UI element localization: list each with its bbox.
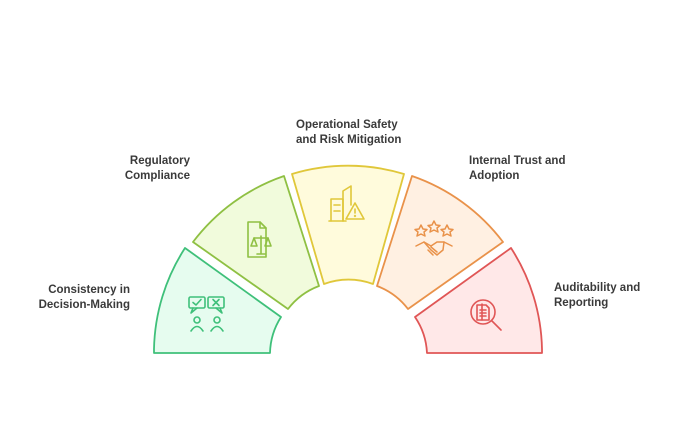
segment-regulatory (192, 175, 320, 310)
document-scales-icon (247, 221, 272, 258)
segment-consistency (153, 247, 282, 354)
segment-auditability (414, 247, 543, 354)
document-magnifier-icon (470, 299, 502, 331)
label-trust: Internal Trust and Adoption (469, 155, 566, 182)
segment-safety-shape (291, 164, 405, 285)
segment-safety (291, 164, 405, 285)
label-auditability: Auditability and Reporting (554, 282, 641, 309)
label-safety: Operational Safety and Risk Mitigation (296, 119, 402, 146)
feedback-check-cross-people-icon (188, 296, 225, 332)
stars-handshake-icon (414, 220, 454, 256)
label-consistency: Consistency in Decision-Making (38, 284, 130, 311)
building-warning-icon (328, 185, 365, 222)
segment-trust (376, 175, 504, 310)
label-regulatory: Regulatory Compliance (124, 155, 190, 182)
